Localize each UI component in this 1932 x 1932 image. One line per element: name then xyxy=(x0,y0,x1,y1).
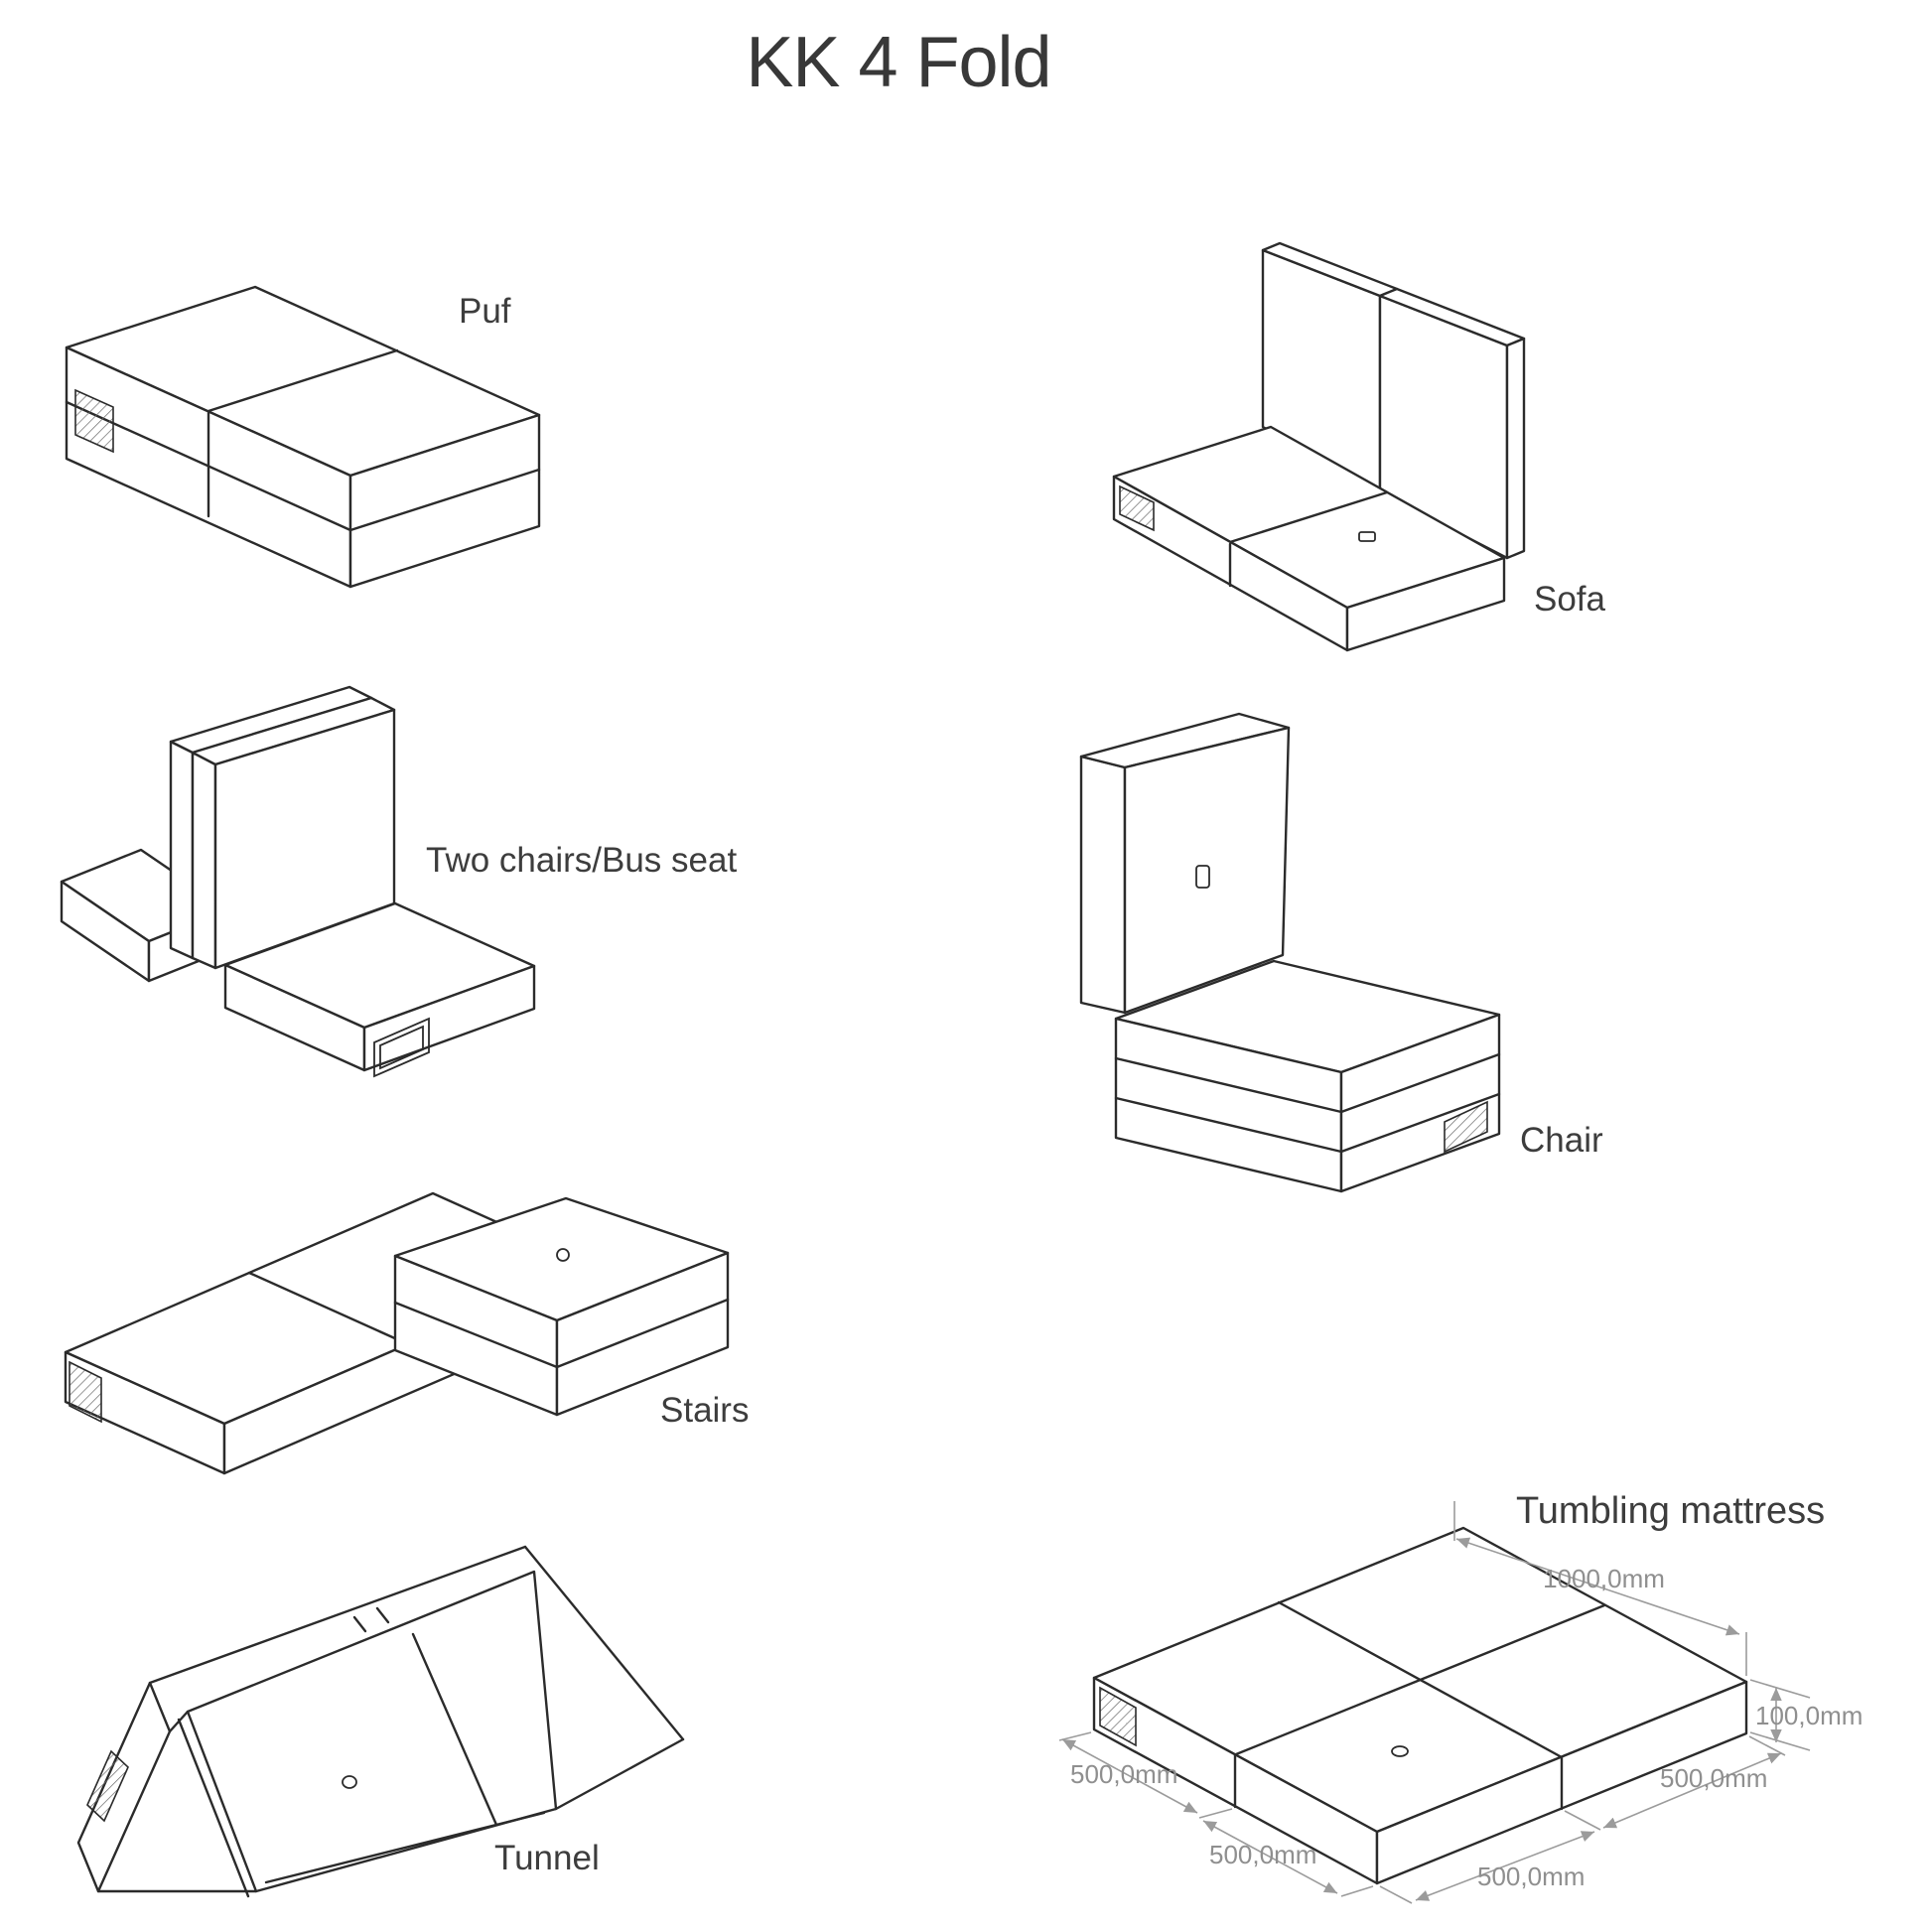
chair-layer-line xyxy=(1339,1052,1501,1114)
tunnel-slope-seam xyxy=(411,1632,498,1827)
handle-icon xyxy=(1444,1100,1488,1154)
chair-layer-line xyxy=(1114,1096,1343,1154)
dimension-label-segment-right: 500,0mm xyxy=(1660,1763,1768,1793)
stairs-flat-seam xyxy=(247,1271,410,1346)
button-icon xyxy=(1358,531,1376,542)
ext-line xyxy=(1564,1810,1601,1831)
ext-line xyxy=(1198,1808,1233,1819)
button-icon xyxy=(556,1248,570,1262)
stairs-layer-line xyxy=(555,1298,730,1369)
chair-layer-line xyxy=(1339,1092,1501,1154)
sofa-seat-seam xyxy=(1228,490,1389,544)
tunnel-ground-right xyxy=(554,1737,685,1811)
puf-drawing xyxy=(65,285,541,589)
dim-line-500mm-bottom-left xyxy=(1202,1820,1338,1894)
dimension-label-segment-bottom-left: 500,0mm xyxy=(1209,1840,1317,1869)
dimension-label-length: 1000,0mm xyxy=(1543,1564,1665,1593)
dimension-label-segment-left: 500,0mm xyxy=(1070,1759,1178,1789)
dim-line-1000mm xyxy=(1455,1537,1740,1636)
chair-drawing xyxy=(1079,712,1501,1193)
ext-line xyxy=(1058,1731,1092,1741)
handle-icon xyxy=(1119,484,1155,532)
tunnel-left-thickness-edge xyxy=(177,1718,250,1898)
bus-seat-drawing xyxy=(60,685,536,1078)
handle-icon xyxy=(86,1749,129,1823)
tunnel-ridge-mark xyxy=(352,1615,367,1633)
puf-layer-line xyxy=(348,468,541,532)
handle-icon xyxy=(69,1360,102,1424)
dim-line-500mm-bottom-right xyxy=(1415,1831,1595,1901)
tunnel-back-right-edge xyxy=(523,1545,685,1741)
busseat-right-seat-front-right xyxy=(362,964,536,1072)
dim-line-500mm-left xyxy=(1061,1738,1198,1814)
sofa-drawing xyxy=(1112,241,1526,652)
figure-label-tumbling-mattress: Tumbling mattress xyxy=(1516,1490,1826,1532)
figure-label-sofa: Sofa xyxy=(1534,580,1605,619)
button-icon xyxy=(342,1775,357,1789)
sofa-seat-front-right-face xyxy=(1345,556,1506,652)
figure-label-bus-seat: Two chairs/Bus seat xyxy=(426,841,738,880)
puf-top-seam xyxy=(207,348,399,413)
sofa-back-right-panel-side xyxy=(1505,337,1526,560)
dim-line-500mm-right xyxy=(1602,1752,1782,1829)
chair-back-face xyxy=(1123,726,1291,1015)
chair-back-strip xyxy=(1079,755,1127,1015)
handle-icon-inner xyxy=(379,1025,424,1070)
figure-label-chair: Chair xyxy=(1520,1121,1603,1160)
chair-layer-line xyxy=(1114,1056,1343,1114)
dimension-label-segment-bottom-right: 500,0mm xyxy=(1477,1862,1586,1891)
busseat-panel-strip xyxy=(191,751,217,970)
tunnel-bottom-inner-edge xyxy=(264,1811,546,1884)
ext-line xyxy=(1748,1735,1786,1756)
dimension-lines xyxy=(1058,1501,1811,1904)
stairs-layer-line xyxy=(393,1301,559,1369)
page-title: KK 4 Fold xyxy=(746,23,1051,102)
dimension-label-thickness: 100,0mm xyxy=(1755,1701,1863,1730)
figure-label-stairs: Stairs xyxy=(660,1391,750,1430)
ext-line xyxy=(1749,1679,1811,1699)
figure-label-puf: Puf xyxy=(459,292,511,331)
ext-line xyxy=(1379,1885,1413,1904)
handle-icon xyxy=(373,1017,430,1078)
figure-label-tunnel: Tunnel xyxy=(494,1839,600,1877)
tunnel-drawing xyxy=(76,1545,685,1898)
handle-icon xyxy=(74,388,114,454)
stairs-drawing xyxy=(64,1191,730,1475)
tunnel-ridge-mark xyxy=(375,1606,390,1624)
ext-line xyxy=(1340,1885,1374,1897)
busseat-panel-strip xyxy=(169,740,195,960)
button-icon xyxy=(1391,1745,1409,1757)
button-icon xyxy=(1195,865,1210,889)
tunnel-back-ridge xyxy=(148,1545,527,1685)
tunnel-gable-face xyxy=(76,1681,172,1893)
